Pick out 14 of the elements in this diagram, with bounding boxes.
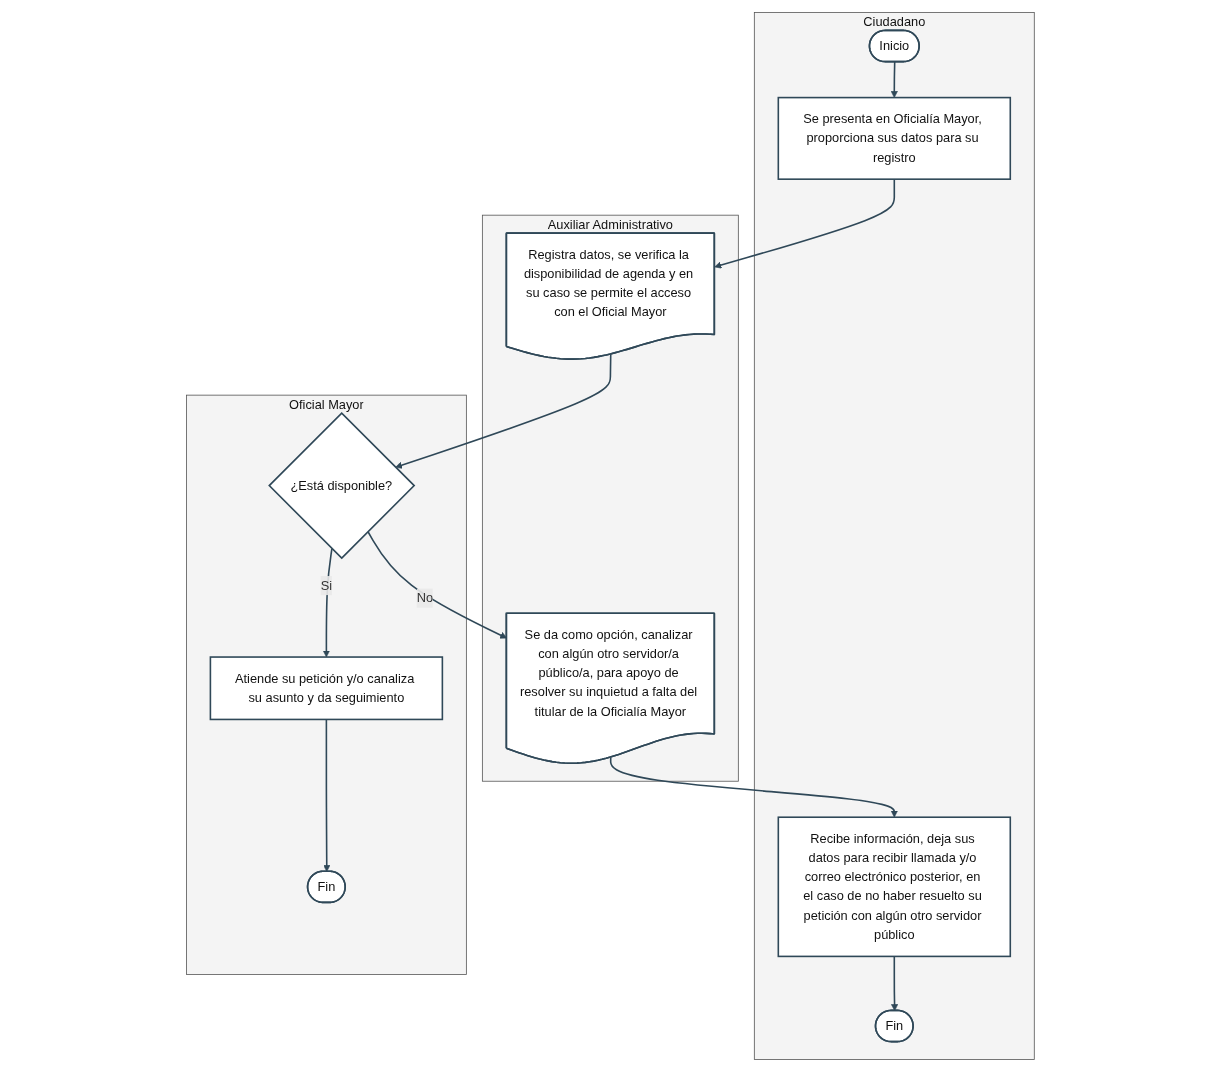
node-box: Atiende su petición y/o canaliza su asunto y da seguimiento <box>209 656 443 721</box>
arrow <box>890 955 898 1012</box>
arrow <box>366 530 507 639</box>
arrow <box>322 718 330 872</box>
node-box: Recibe información, deja sus datos para recibir llamada y/o correo electrónico posterior, en el caso de no haber resuelto su petición con algún otro servidor público <box>777 816 1011 958</box>
arrow <box>394 353 612 469</box>
arrow <box>890 61 898 98</box>
edge-label: Si <box>320 578 332 593</box>
arrow <box>609 756 898 818</box>
arrow <box>322 547 333 658</box>
node-diamond: ¿Está disponible? <box>267 412 415 560</box>
node-box: Se presenta en Oficialía Mayor, proporciona sus datos para su registro <box>777 96 1011 180</box>
edge-label: No <box>416 590 433 605</box>
arrow <box>714 178 895 269</box>
